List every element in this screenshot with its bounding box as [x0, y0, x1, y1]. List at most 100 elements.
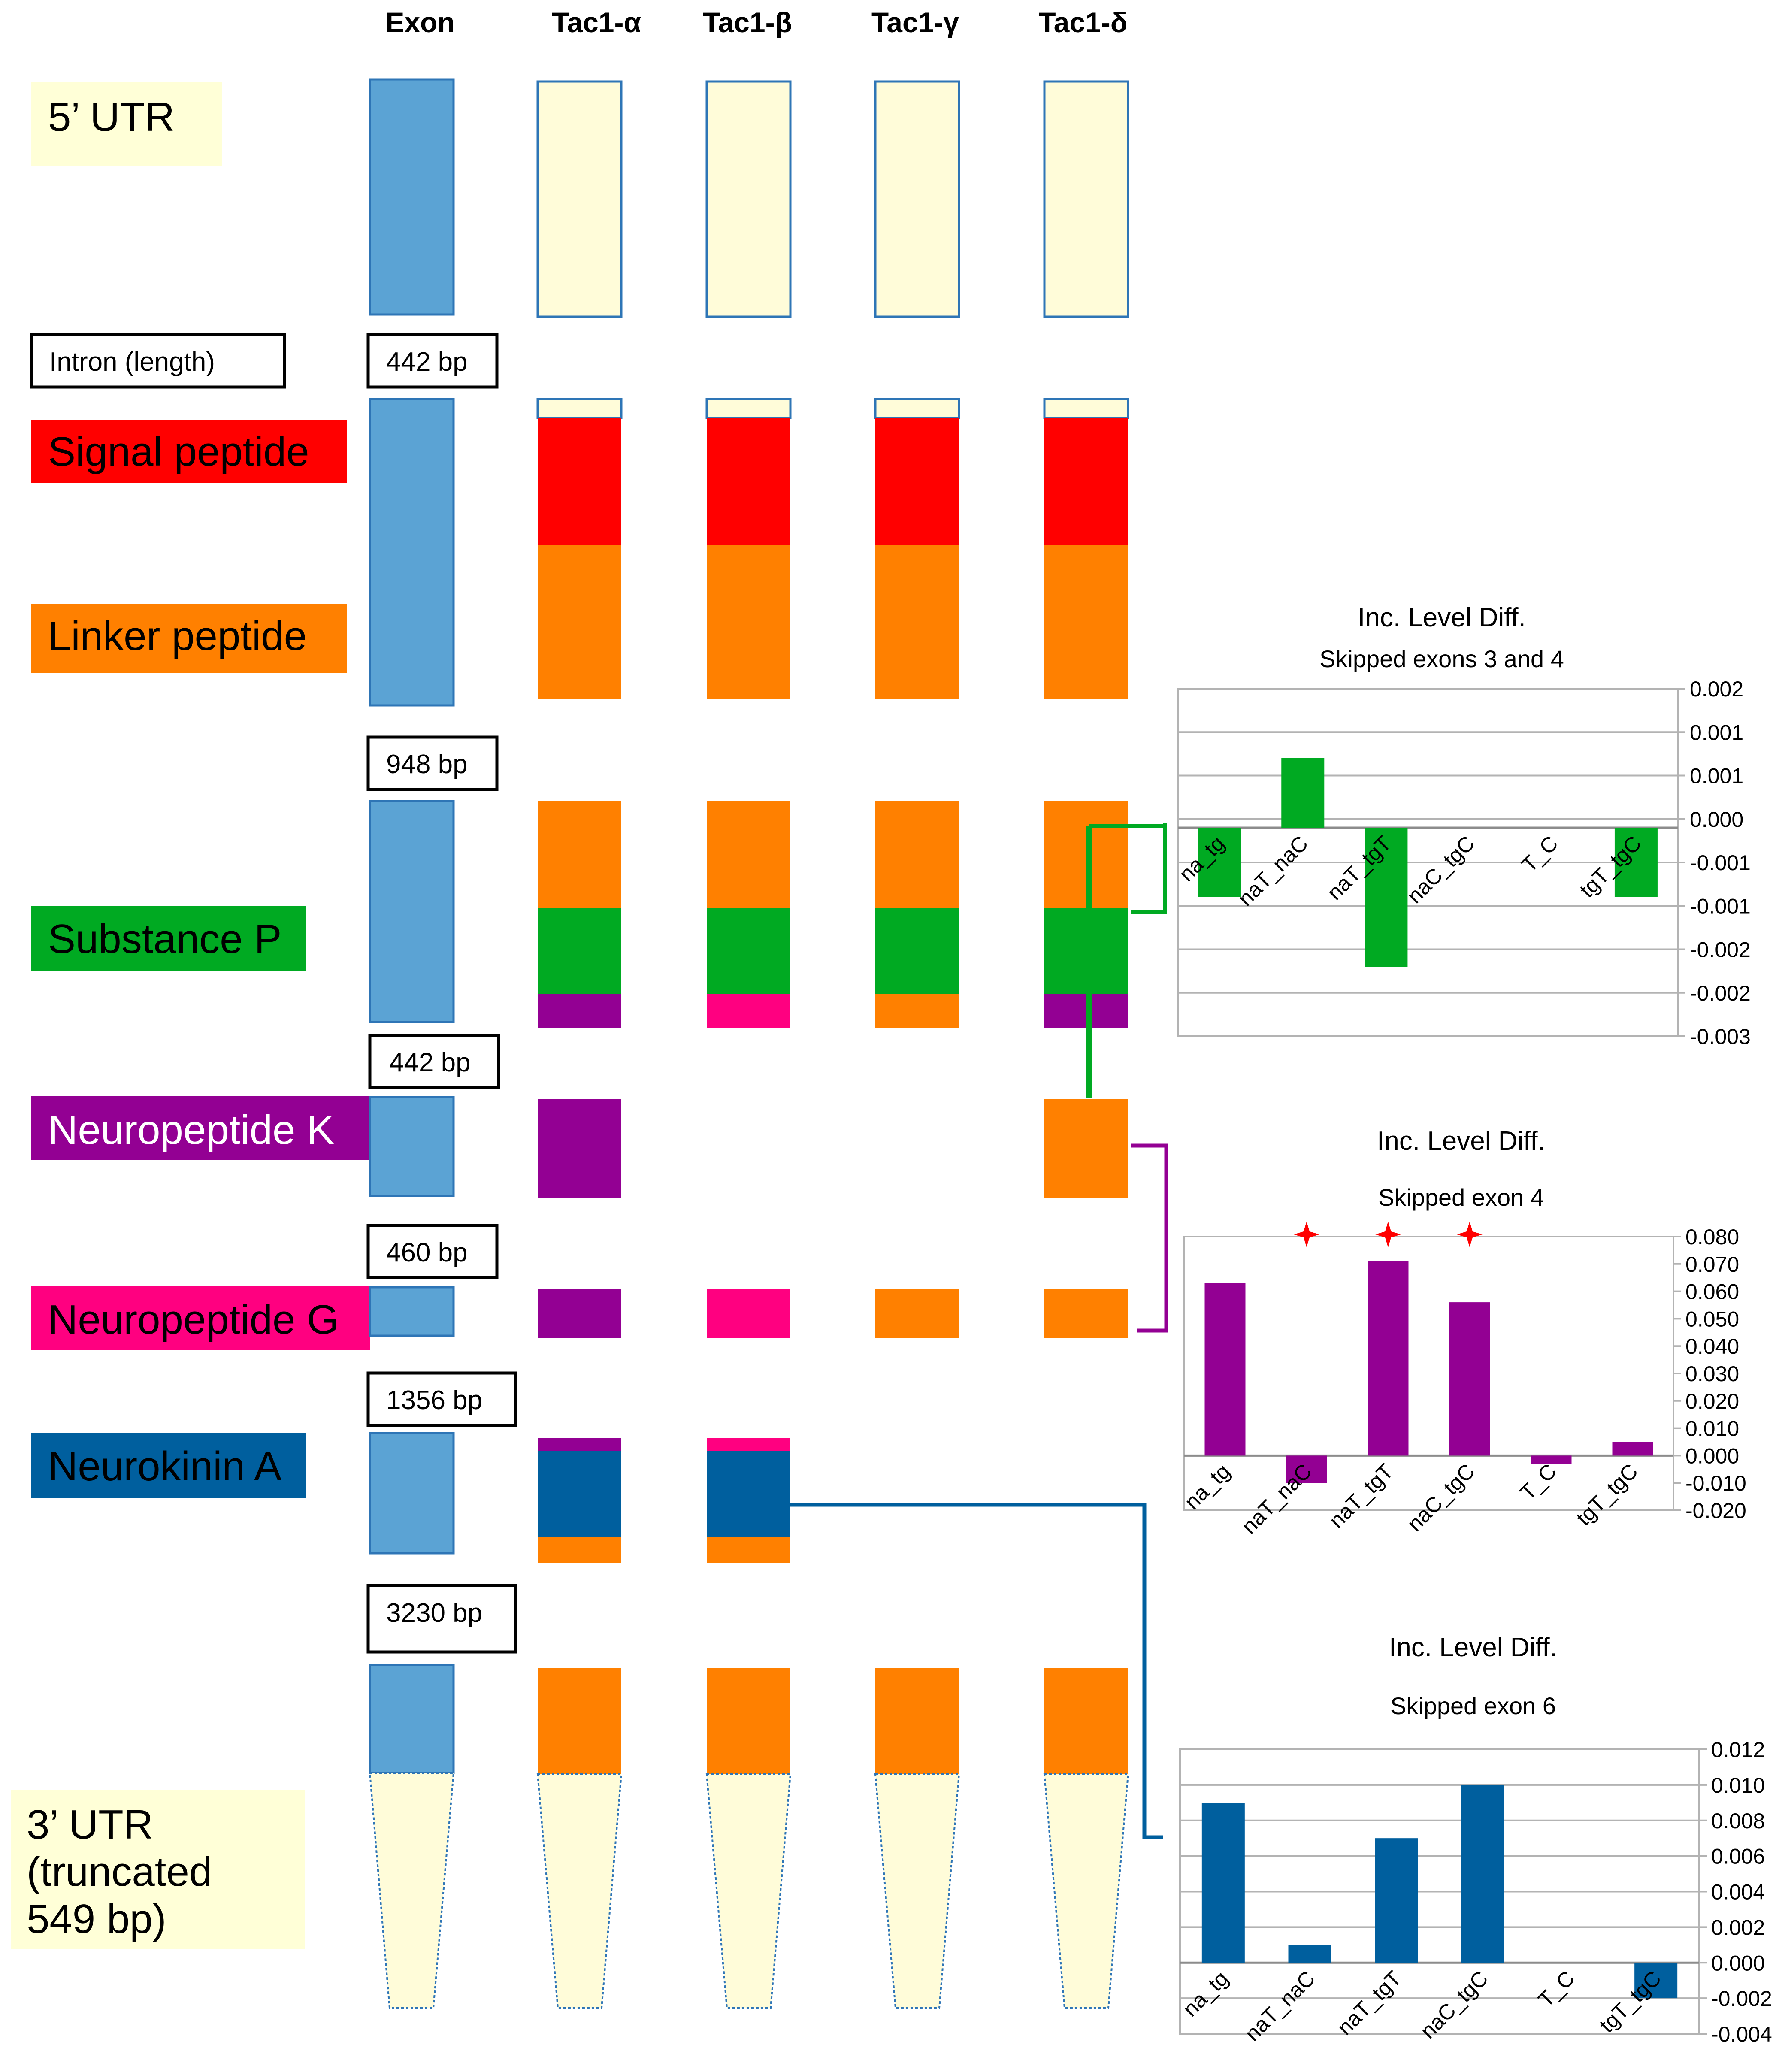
- beta-neurokinin-a: [707, 1451, 790, 1537]
- alpha-exon2-utr: [536, 398, 623, 419]
- beta-exon6-linker: [707, 1537, 790, 1563]
- exon-6-block: [369, 1432, 455, 1555]
- label-bg-neurokinin-a: [31, 1433, 306, 1498]
- chart-3-tick-label: 0.010: [1711, 1773, 1765, 1797]
- beta-3utr: [705, 1773, 792, 2009]
- header-tac1-gamma: Tac1-γ: [871, 6, 959, 38]
- header-tac1-delta: Tac1-δ: [1038, 6, 1128, 38]
- chart-3-title: Inc. Level Diff.: [1389, 1633, 1557, 1662]
- alpha-exon6-npk: [538, 1438, 621, 1451]
- chart-2-tick-label: 0.010: [1685, 1417, 1739, 1441]
- chart-1-bar-na_tg: [1198, 828, 1241, 897]
- connector-blue: [790, 1503, 1163, 1839]
- header-tac1-beta: Tac1-β: [703, 6, 792, 38]
- alpha-exon7-linker: [538, 1668, 621, 1774]
- beta-signal: [707, 418, 790, 545]
- label-intron: Intron (length): [49, 347, 215, 377]
- label-substance-p: Substance P: [48, 916, 281, 962]
- gamma-exon7-linker: [875, 1668, 959, 1774]
- intron-length-4: 460 bp: [386, 1238, 468, 1267]
- delta-exon4-linker: [1044, 1099, 1128, 1198]
- tac1-gamma-column: [874, 80, 960, 2009]
- intron-box-4: [366, 1224, 499, 1279]
- exon-3-block: [369, 800, 455, 1023]
- label-bg-linker: [31, 604, 347, 673]
- chart-2-significance-star: [1294, 1222, 1319, 1247]
- chart-2-tick-label: 0.070: [1685, 1252, 1739, 1276]
- alpha-neurokinin-a: [538, 1451, 621, 1537]
- label-box-intron: [30, 333, 286, 389]
- chart-2-category-label: naT_tgT: [1325, 1459, 1398, 1533]
- gamma-substance-p: [875, 908, 959, 994]
- label-linker-peptide: Linker peptide: [48, 613, 307, 659]
- delta-exon5-linker: [1044, 1289, 1128, 1338]
- beta-exon6-npg: [707, 1438, 790, 1451]
- exon-4-block: [369, 1096, 455, 1197]
- chart-1-title: Inc. Level Diff.: [1358, 603, 1526, 632]
- chart-2-significance-star: [1375, 1222, 1401, 1247]
- chart-2-category-label: na_tg: [1180, 1459, 1235, 1514]
- chart-1-tick-label: -0.002: [1690, 938, 1751, 962]
- intron-box-3: [368, 1034, 500, 1089]
- legend-labels: 5’ UTR Intron (length) Signal peptide Li…: [11, 82, 370, 1949]
- column-headers: Exon Tac1-α Tac1-β Tac1-γ Tac1-δ: [385, 6, 1127, 38]
- chart-1-category-label: T_C: [1517, 831, 1562, 877]
- chart-2-category-label: naC_tgC: [1403, 1459, 1479, 1536]
- chart-3-tick-label: 0.012: [1711, 1738, 1765, 1762]
- exon-7-3utr: [369, 1772, 455, 2009]
- label-5utr: 5’ UTR: [48, 94, 175, 140]
- gamma-exon2-utr: [874, 398, 960, 419]
- intron-box-2: [366, 735, 499, 791]
- chart-1-tick-label: 0.000: [1690, 808, 1743, 832]
- chart-3-category-label: naT_tgT: [1333, 1966, 1406, 2039]
- chart-1-subtitle: Skipped exons 3 and 4: [1319, 645, 1564, 672]
- chart-1-tick-label: 0.002: [1690, 677, 1743, 701]
- alpha-exon5-npk: [538, 1289, 621, 1338]
- chart-1-tick-label: -0.003: [1690, 1025, 1751, 1049]
- chart-2: Inc. Level Diff. Skipped exon 4 0.080 0.070…: [1180, 1126, 1746, 1539]
- chart-3-category-label: tgT_tgC: [1595, 1966, 1666, 2037]
- intron-box-6: [366, 1584, 517, 1654]
- intron-length-3: 442 bp: [389, 1048, 471, 1077]
- chart-1-category-label: naC_tgC: [1402, 831, 1479, 908]
- chart-1-bar-naT_tgT: [1365, 828, 1408, 967]
- intron-length-2: 948 bp: [386, 750, 468, 779]
- chart-2-subtitle: Skipped exon 4: [1378, 1184, 1544, 1211]
- tac1-beta-column: [705, 80, 792, 2009]
- intron-boxes: 442 bp 948 bp 442 bp 460 bp 1356 bp 3230…: [366, 333, 517, 1654]
- tac1-alpha-column: [536, 80, 623, 2009]
- alpha-linker: [538, 545, 621, 699]
- chart-1-bar-tgT_tgC: [1614, 828, 1658, 897]
- chart-2-tick-label: 0.050: [1685, 1307, 1739, 1331]
- chart-2-title: Inc. Level Diff.: [1377, 1126, 1545, 1156]
- gamma-exon3-linker: [875, 801, 959, 908]
- beta-exon7-linker: [707, 1668, 790, 1774]
- beta-5utr: [705, 80, 792, 318]
- alpha-signal: [538, 418, 621, 545]
- chart-2-tick-label: -0.010: [1685, 1471, 1746, 1495]
- chart-2-plot-area: [1183, 1236, 1674, 1511]
- beta-exon2-utr: [705, 398, 792, 419]
- chart-1-tick-label: -0.001: [1690, 894, 1751, 918]
- label-3utr-line1: 3’ UTR: [27, 1802, 153, 1848]
- alpha-exon4-npk: [538, 1099, 621, 1198]
- label-bg-3utr: [11, 1790, 305, 1949]
- chart-1-tick-label: -0.002: [1690, 981, 1751, 1005]
- chart-3-bar-naT_naC: [1288, 1945, 1331, 1963]
- label-neurokinin-a: Neurokinin A: [48, 1443, 281, 1489]
- beta-exon3-npg: [707, 994, 790, 1028]
- chart-1-tick-label: 0.001: [1690, 720, 1743, 744]
- beta-linker: [707, 545, 790, 699]
- label-bg-5utr: [31, 82, 222, 166]
- chart-2-tick-label: 0.060: [1685, 1280, 1739, 1304]
- chart-2-bar-T_C: [1531, 1455, 1572, 1464]
- chart-3-bar-na_tg: [1201, 1803, 1245, 1963]
- chart-1-tick-label: -0.001: [1690, 851, 1751, 875]
- chart-2-tick-label: -0.020: [1685, 1499, 1746, 1523]
- gamma-3utr: [874, 1773, 960, 2009]
- delta-exon2-utr: [1043, 398, 1129, 419]
- chart-2-tick-label: 0.080: [1685, 1225, 1739, 1249]
- chart-1-bar-naT_naC: [1281, 758, 1325, 828]
- alpha-substance-p: [538, 908, 621, 994]
